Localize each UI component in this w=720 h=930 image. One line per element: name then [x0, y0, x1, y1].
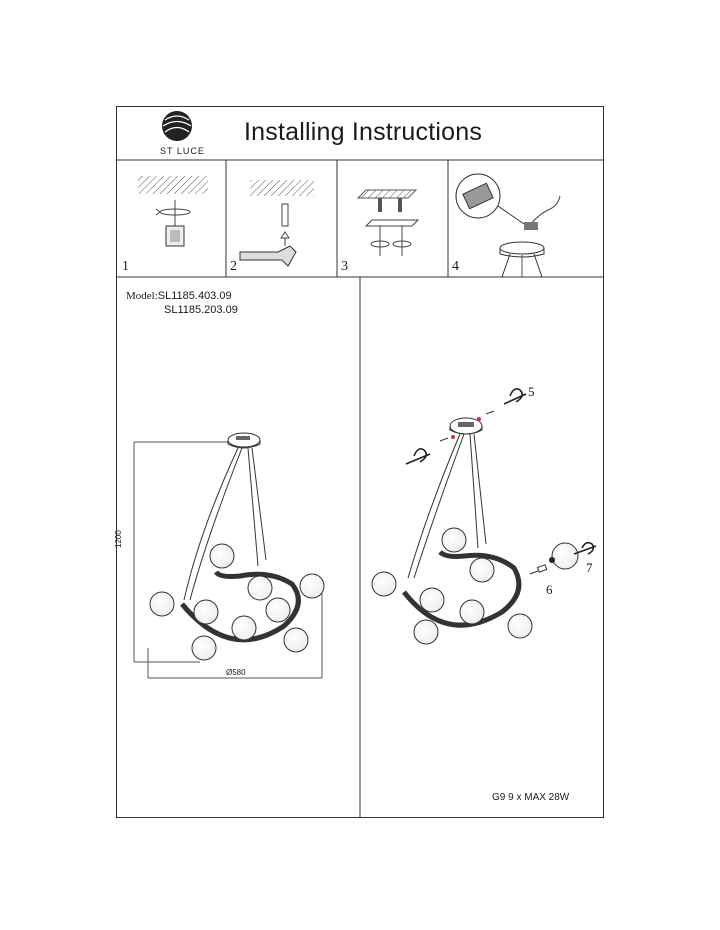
model-block: Model:SL1185.403.09 SL1185.203.09 — [126, 289, 238, 317]
step-number-4: 4 — [452, 259, 459, 274]
step-number-3: 3 — [341, 259, 348, 274]
bulb-spec: G9 9 x MAX 28W — [492, 792, 570, 803]
step-number-2: 2 — [230, 259, 237, 274]
callout-6: 6 — [546, 582, 553, 597]
step-1-illustration — [138, 176, 208, 247]
model-code-2: SL1185.203.09 — [164, 304, 238, 316]
step-2-illustration — [239, 180, 314, 267]
model-code-1: SL1185.403.09 — [157, 290, 232, 302]
callout-7: 7 — [586, 560, 593, 575]
brand-name: ST LUCE — [160, 146, 205, 156]
chandelier-assembly-drawing — [371, 388, 597, 645]
step-4-illustration — [455, 173, 561, 278]
model-label: Model: — [126, 290, 158, 302]
callout-5: 5 — [528, 384, 535, 399]
diameter-dimension-label: Ø580 — [226, 668, 246, 677]
brand-logo-icon — [162, 111, 192, 141]
step-3-illustration — [356, 189, 420, 256]
page-title: Installing Instructions — [244, 118, 483, 146]
chandelier-dimension-drawing — [133, 432, 325, 679]
height-dimension-label: 1200 — [114, 530, 123, 548]
step-number-1: 1 — [122, 259, 129, 274]
